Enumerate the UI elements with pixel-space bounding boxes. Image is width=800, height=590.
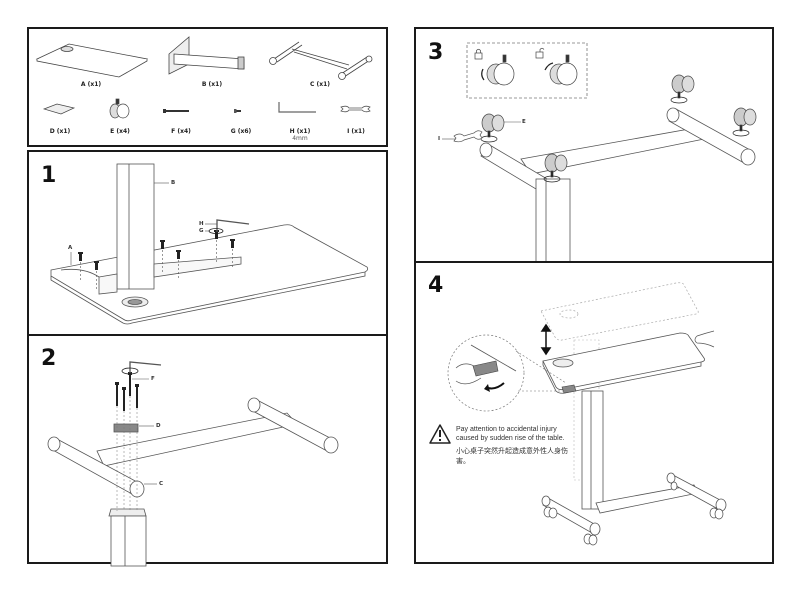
warning-text-en: Pay attention to accidental injury cause… bbox=[456, 426, 565, 443]
part-g-screw bbox=[234, 109, 241, 113]
warning-line-2: caused by sudden rise of the table. bbox=[456, 434, 565, 442]
wrench bbox=[453, 130, 483, 143]
caster bbox=[732, 107, 757, 137]
step-3-illustration bbox=[442, 42, 757, 267]
height-adjust-arrow bbox=[540, 323, 552, 356]
part-b-column bbox=[168, 36, 245, 75]
callout-c: C bbox=[159, 481, 164, 487]
warning-line-1: Pay attention to accidental injury bbox=[456, 426, 557, 433]
allen-key bbox=[216, 219, 250, 232]
part-label-a: A (x1) bbox=[80, 81, 102, 88]
caster bbox=[670, 74, 695, 104]
part-h-allen-key bbox=[278, 102, 316, 113]
warning-triangle-icon bbox=[429, 424, 451, 444]
step-number: 2 bbox=[41, 346, 57, 371]
step-4-illustration bbox=[429, 282, 727, 546]
part-label-f: F (x4) bbox=[171, 128, 191, 135]
cup-holder bbox=[552, 358, 574, 368]
callout-f: F bbox=[151, 376, 155, 382]
part-e-caster bbox=[109, 98, 130, 119]
column bbox=[535, 178, 571, 267]
parts-illustrations bbox=[35, 36, 373, 119]
callout-g: G bbox=[199, 228, 204, 234]
detail-lever bbox=[455, 344, 517, 392]
callout-d: D bbox=[156, 423, 161, 429]
hand bbox=[694, 330, 715, 348]
step-2-panel: 2 bbox=[27, 334, 388, 567]
caster bbox=[543, 153, 568, 183]
part-i-wrench bbox=[340, 105, 371, 113]
tabletop bbox=[50, 224, 369, 322]
part-f-bolt bbox=[163, 109, 189, 113]
unlock-icon bbox=[535, 47, 545, 59]
rotation-arrow bbox=[121, 367, 139, 375]
callout-i: I bbox=[438, 136, 441, 142]
tabletop bbox=[542, 332, 705, 391]
step-number: 1 bbox=[41, 163, 57, 188]
step-2-illustration bbox=[47, 361, 339, 567]
step-4-panel: 4 bbox=[414, 261, 774, 564]
part-a-tabletop bbox=[35, 43, 149, 78]
part-label-d: D (x1) bbox=[49, 128, 71, 135]
bolts-f bbox=[115, 372, 139, 411]
callout-e: E bbox=[522, 119, 526, 125]
part-d-plate bbox=[42, 103, 76, 115]
part-label-g: G (x6) bbox=[230, 128, 252, 135]
callout-h: H bbox=[199, 221, 204, 227]
caster-unlocked bbox=[544, 54, 578, 86]
callout-b: B bbox=[171, 180, 176, 186]
caster bbox=[480, 113, 505, 143]
step-number: 4 bbox=[428, 273, 444, 298]
step-1-panel: 1 bbox=[27, 150, 388, 336]
raised-tabletop-ghost bbox=[540, 282, 699, 341]
allen-key bbox=[129, 361, 162, 373]
pull-arrow bbox=[487, 382, 505, 390]
step-1-illustration bbox=[50, 163, 369, 325]
callout-a: A bbox=[68, 245, 73, 251]
column bbox=[581, 390, 604, 510]
part-label-c: C (x1) bbox=[309, 81, 331, 88]
part-label-i: I (x1) bbox=[347, 128, 365, 135]
plate-d bbox=[113, 423, 139, 433]
step-number: 3 bbox=[428, 40, 444, 65]
lock-icon bbox=[474, 48, 483, 60]
part-label-h: H (x1) bbox=[289, 128, 311, 135]
part-sublabel-h: 4mm bbox=[292, 135, 308, 142]
part-label-e: E (x4) bbox=[110, 128, 130, 135]
column-top bbox=[108, 508, 147, 517]
wheel bbox=[543, 481, 724, 546]
step-3-panel: 3 bbox=[414, 27, 774, 267]
crossbar bbox=[96, 412, 298, 467]
lock-inset bbox=[466, 42, 588, 99]
column bbox=[116, 163, 155, 290]
caster-locked bbox=[481, 54, 515, 86]
parts-panel: A (x1) B (x1) C (x1) D (x1) E (x4) F (x4… bbox=[27, 27, 388, 147]
warning-text-cn: 小心桌子突然升起造成意外性人身伤害。 bbox=[456, 447, 568, 465]
part-c-base-frame bbox=[269, 41, 373, 80]
part-label-b: B (x1) bbox=[201, 81, 223, 88]
